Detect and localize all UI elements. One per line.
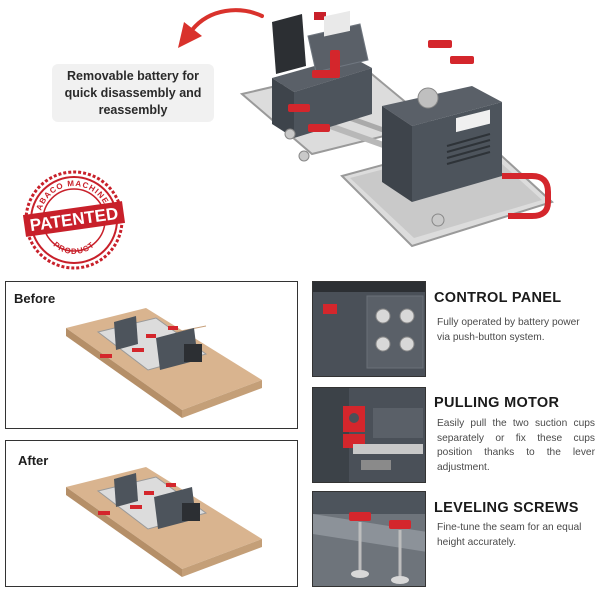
machine-illustration bbox=[239, 10, 554, 248]
feature-description: Easily pull the two suction cups separat… bbox=[437, 418, 595, 473]
after-illustration bbox=[66, 467, 262, 577]
feature-pulling-motor: PULLING MOTOR Easily pull the two suctio… bbox=[312, 387, 600, 483]
before-label: Before bbox=[14, 291, 56, 306]
svg-text:PRODUCT: PRODUCT bbox=[52, 240, 97, 256]
patented-stamp: ABACO MACHINES PATENTED PRODUCT bbox=[22, 170, 126, 270]
before-illustration bbox=[66, 308, 262, 418]
before-panel: Before bbox=[5, 281, 298, 429]
stamp-bottom-text: PRODUCT bbox=[52, 240, 96, 256]
battery-callout: Removable battery for quick disassembly … bbox=[52, 64, 214, 122]
hero-section: Removable battery for quick disassembly … bbox=[0, 0, 600, 270]
feature-description: Fine-tune the seam for an equal height a… bbox=[437, 522, 582, 548]
curved-arrow-icon bbox=[178, 8, 264, 48]
feature-title: CONTROL PANEL bbox=[434, 290, 562, 306]
feature-description: Fully operated by battery power via push… bbox=[437, 317, 580, 343]
feature-title: PULLING MOTOR bbox=[434, 395, 560, 411]
feature-control-panel: CONTROL PANEL Fully operated by battery … bbox=[312, 281, 600, 377]
feature-title: LEVELING SCREWS bbox=[434, 500, 579, 516]
leveling-screws-thumbnail bbox=[312, 491, 426, 587]
after-label: After bbox=[18, 453, 49, 468]
after-panel: After bbox=[5, 440, 298, 587]
feature-leveling-screws: LEVELING SCREWS Fine-tune the seam for a… bbox=[312, 491, 600, 587]
control-panel-thumbnail bbox=[312, 281, 426, 377]
pulling-motor-thumbnail bbox=[312, 387, 426, 483]
